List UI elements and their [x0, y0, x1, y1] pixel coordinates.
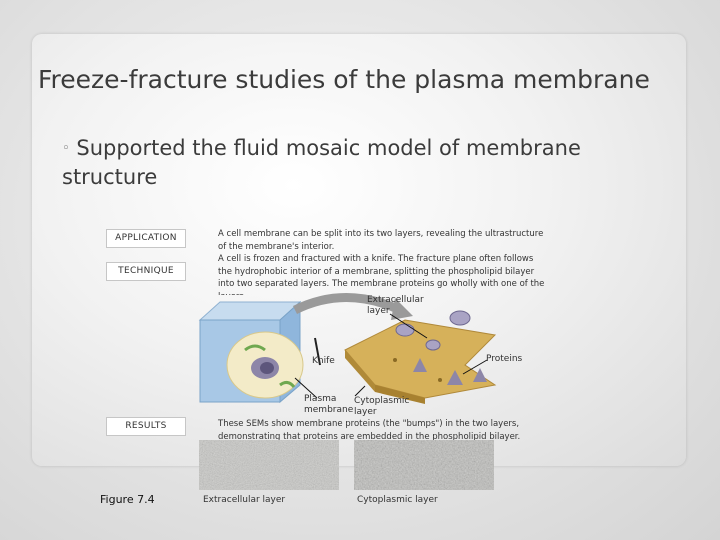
- technique-label: TECHNIQUE: [106, 262, 186, 281]
- knife-label: Knife: [312, 356, 335, 367]
- cytoplasmic-layer-label: Cytoplasmic layer: [354, 396, 409, 418]
- subpoint: ◦ Supported the fluid mosaic model of me…: [62, 134, 682, 191]
- fractured-membrane: [345, 311, 495, 404]
- extracellular-layer-label: Extracellular layer: [367, 295, 437, 317]
- slide-title: Freeze-fracture studies of the plasma me…: [38, 65, 678, 95]
- bottom-extracellular-label: Extracellular layer: [203, 495, 285, 506]
- bottom-cytoplasmic-label: Cytoplasmic layer: [357, 495, 438, 506]
- application-text: A cell membrane can be split into its tw…: [218, 228, 548, 253]
- sem-extracellular-image: [199, 440, 339, 490]
- title-text: Freeze-fracture studies of the plasma me…: [38, 65, 650, 94]
- proteins-label: Proteins: [486, 354, 522, 365]
- subpoint-bullet: ◦: [62, 141, 70, 156]
- subpoint-text: Supported the fluid mosaic model of memb…: [62, 136, 581, 189]
- figure-caption: Figure 7.4: [100, 493, 155, 506]
- sem-cytoplasmic-image: [354, 440, 494, 490]
- application-label: APPLICATION: [106, 229, 186, 248]
- cell-block: [200, 302, 303, 402]
- results-label: RESULTS: [106, 417, 186, 436]
- technique-text: A cell is frozen and fractured with a kn…: [218, 253, 548, 295]
